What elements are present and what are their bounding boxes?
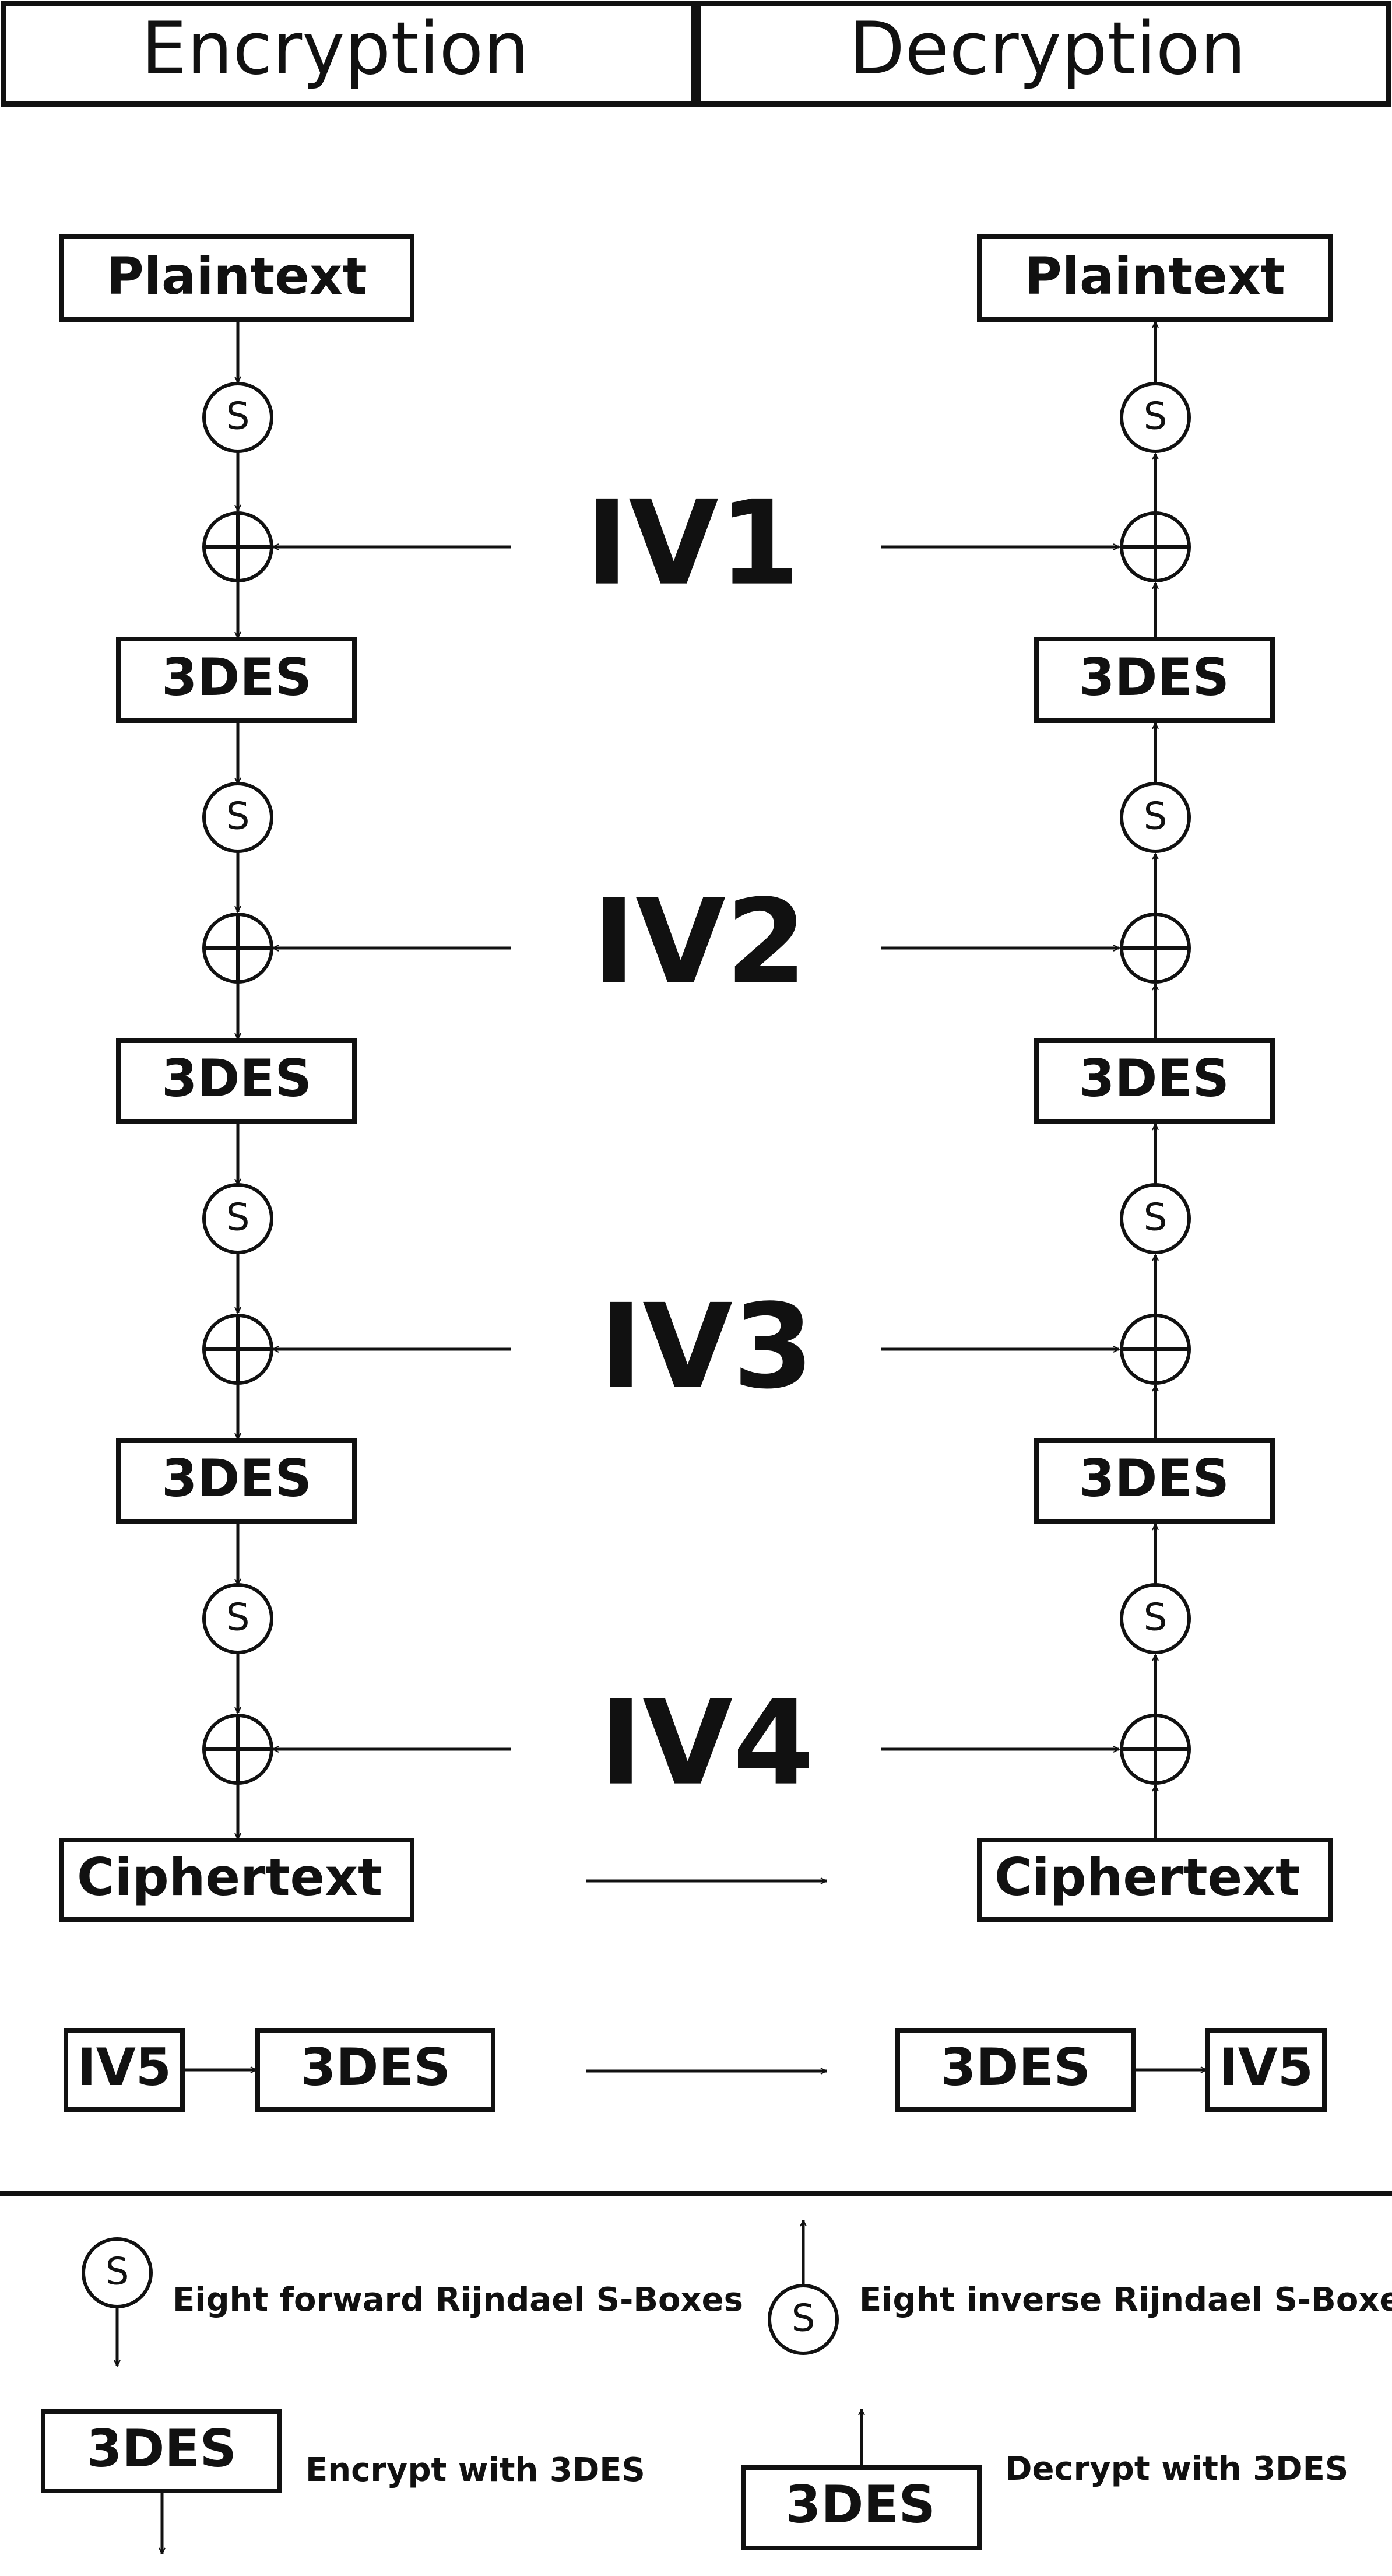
enc-ciphertext-box	[59, 1838, 414, 1922]
dec-iv5-3des-label: 3DES	[940, 2037, 1091, 2097]
dec-ciphertext-label: Ciphertext	[994, 1847, 1300, 1907]
dec-3des-label-2: 3DES	[1079, 1048, 1229, 1108]
dec-ciphertext-box	[977, 1838, 1333, 1922]
dec-plaintext-box	[977, 234, 1333, 322]
legend-decrypt-text: Decrypt with 3DES	[1005, 2450, 1348, 2488]
dec-3des-label-3: 3DES	[1079, 1448, 1229, 1508]
enc-sbox-2-label: S	[226, 795, 250, 838]
dec-3des-box-2	[1034, 1038, 1275, 1124]
iv3-label: IV3	[599, 1279, 814, 1415]
dec-plaintext-label: Plaintext	[1024, 246, 1285, 306]
iv4-label: IV4	[599, 1676, 814, 1812]
legend-inverse-sbox-symbol: S	[792, 2297, 815, 2340]
decryption-column: Plaintext S 3DES S 3DES S 3DES	[881, 234, 1333, 1922]
legend-decrypt-box	[741, 2465, 982, 2550]
legend-decrypt-box-label: 3DES	[785, 2475, 936, 2535]
dec-3des-label-1: 3DES	[1079, 647, 1229, 707]
legend-forward-sbox-text: Eight forward Rijndael S-Boxes	[173, 2281, 743, 2319]
legend: S Eight forward Rijndael S-Boxes S Eight…	[41, 2220, 1392, 2554]
legend-encrypt-text: Encrypt with 3DES	[305, 2451, 645, 2489]
decryption-header-box	[695, 1, 1391, 107]
legend-forward-sbox-symbol: S	[106, 2251, 129, 2294]
legend-inverse-sbox-text: Eight inverse Rijndael S-Boxes	[859, 2281, 1392, 2319]
dec-sbox-1-label: S	[1144, 395, 1168, 438]
dec-sbox-3-label: S	[1144, 1196, 1168, 1240]
dec-sbox-4	[1120, 1583, 1191, 1654]
dec-sbox-2	[1120, 782, 1191, 853]
dec-3des-box-1	[1034, 637, 1275, 723]
dec-iv5-box	[1205, 2028, 1327, 2112]
iv1-label: IV1	[585, 476, 800, 612]
enc-3des-label-1: 3DES	[161, 647, 312, 707]
encryption-header: Encryption	[141, 7, 529, 91]
enc-sbox-1-label: S	[226, 395, 250, 438]
enc-iv5-3des-box	[255, 2028, 495, 2112]
enc-ciphertext-label: Ciphertext	[77, 1847, 382, 1907]
dec-sbox-1	[1120, 382, 1191, 453]
dec-sbox-2-label: S	[1144, 795, 1168, 838]
enc-3des-label-2: 3DES	[161, 1048, 312, 1108]
dec-3des-box-3	[1034, 1438, 1275, 1524]
iv2-label: IV2	[592, 875, 807, 1010]
encryption-header-box	[1, 1, 697, 107]
dec-iv5-label: IV5	[1219, 2037, 1313, 2097]
decryption-header: Decryption	[849, 7, 1246, 91]
dec-sbox-4-label: S	[1144, 1596, 1168, 1640]
iv5-row: IV5 3DES 3DES IV5	[64, 2028, 1327, 2112]
enc-3des-label-3: 3DES	[161, 1448, 312, 1508]
enc-iv5-label: IV5	[77, 2037, 171, 2097]
encryption-column: Plaintext S 3DES S 3DES S 3DES	[59, 234, 511, 1922]
enc-plaintext-label: Plaintext	[106, 246, 367, 306]
enc-sbox-3-label: S	[226, 1196, 250, 1240]
dec-sbox-3	[1120, 1183, 1191, 1254]
legend-encrypt-box-label: 3DES	[86, 2419, 237, 2479]
enc-iv5-3des-label: 3DES	[300, 2037, 451, 2097]
legend-inverse-sbox-icon	[768, 2284, 839, 2355]
enc-sbox-4-label: S	[226, 1596, 250, 1640]
